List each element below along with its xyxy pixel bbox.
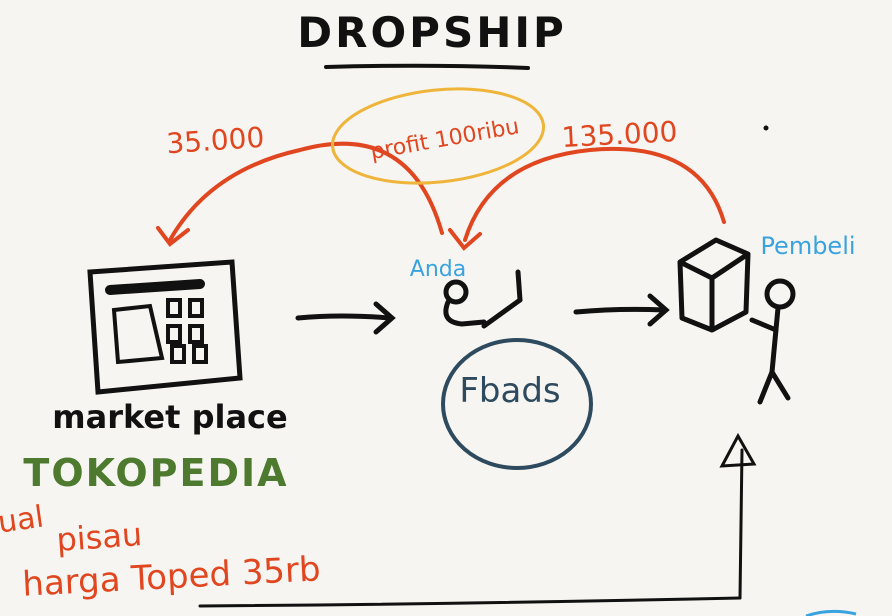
- buyer-label: Pembeli: [760, 232, 855, 260]
- arrow-buyer-to-anda: [463, 147, 726, 242]
- arrow-up-to-buyer: [198, 432, 757, 608]
- title-text: DROPSHIP: [297, 8, 567, 57]
- box-icon: [677, 237, 751, 333]
- corner-mark: [805, 609, 857, 616]
- platform-label: TOKOPEDIA: [23, 451, 288, 495]
- profit-ring: [330, 87, 546, 185]
- arrow-head-marketplace: [156, 226, 190, 247]
- fbads-circle: [441, 338, 593, 470]
- price-marketplace-label: 35.000: [165, 121, 265, 161]
- marketplace-screen-icon: [87, 259, 243, 395]
- arrow-anda-to-buyer: [573, 293, 670, 327]
- profit-label: profit 100ribu: [369, 114, 522, 165]
- price-buyer-label: 135.000: [561, 115, 678, 154]
- anda-label: Anda: [410, 257, 466, 282]
- arrow-head-anda: [448, 228, 482, 251]
- stick-figure-icon: [749, 278, 796, 405]
- marketplace-label: market place: [52, 398, 287, 436]
- note-jual: jual: [0, 499, 46, 541]
- ink-dot: [763, 125, 769, 131]
- arrow-anda-to-marketplace: [168, 141, 444, 242]
- arrow-marketplace-to-anda: [295, 301, 396, 335]
- fbads-label: Fbads: [459, 371, 560, 411]
- note-pisau: pisau: [55, 515, 143, 559]
- person-laptop-icon: [443, 269, 523, 329]
- title-underline: [324, 63, 530, 70]
